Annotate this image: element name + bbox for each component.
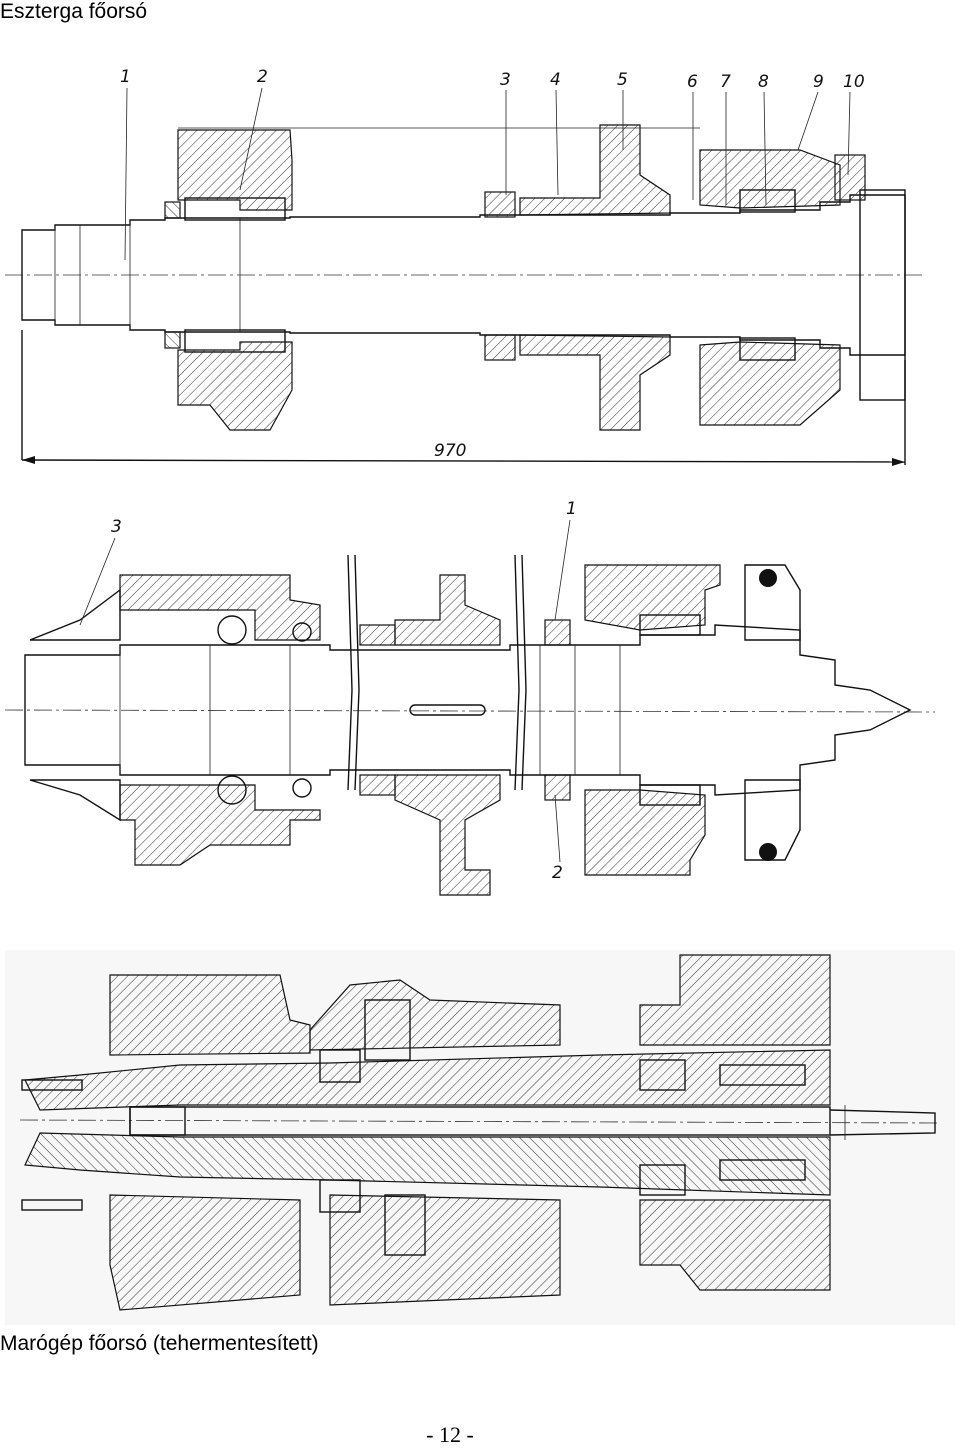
part-label-3: 3 — [500, 70, 511, 90]
part-label-7: 7 — [720, 72, 731, 92]
part-label-9: 9 — [813, 72, 824, 92]
dimension-970: 970 — [434, 441, 466, 461]
part-label-5: 5 — [617, 70, 628, 90]
lathe-spindle-drawing: 970 1 2 3 4 5 6 7 8 9 10 — [5, 67, 925, 466]
part-label-1: 1 — [120, 67, 131, 87]
part-label-3-second: 3 — [111, 517, 122, 537]
page-title-lathe-spindle: Eszterga főorsó — [0, 0, 148, 23]
lathe-spindle-drawing-2: 3 1 2 — [4, 499, 936, 896]
part-labels-1: 1 2 3 4 5 6 7 8 9 10 — [120, 67, 865, 92]
part-label-1-second: 1 — [566, 499, 577, 519]
part-label-2: 2 — [257, 67, 268, 87]
part-label-6: 6 — [687, 72, 698, 92]
part-label-4: 4 — [550, 70, 561, 90]
page-title-milling-spindle: Marógép főorsó (tehermentesített) — [0, 1332, 319, 1355]
part-label-10: 10 — [843, 72, 865, 92]
milling-spindle-drawing — [5, 950, 955, 1325]
part-label-2-second: 2 — [552, 863, 563, 883]
page-number: - 12 - — [426, 1422, 474, 1447]
part-label-8: 8 — [758, 72, 769, 92]
